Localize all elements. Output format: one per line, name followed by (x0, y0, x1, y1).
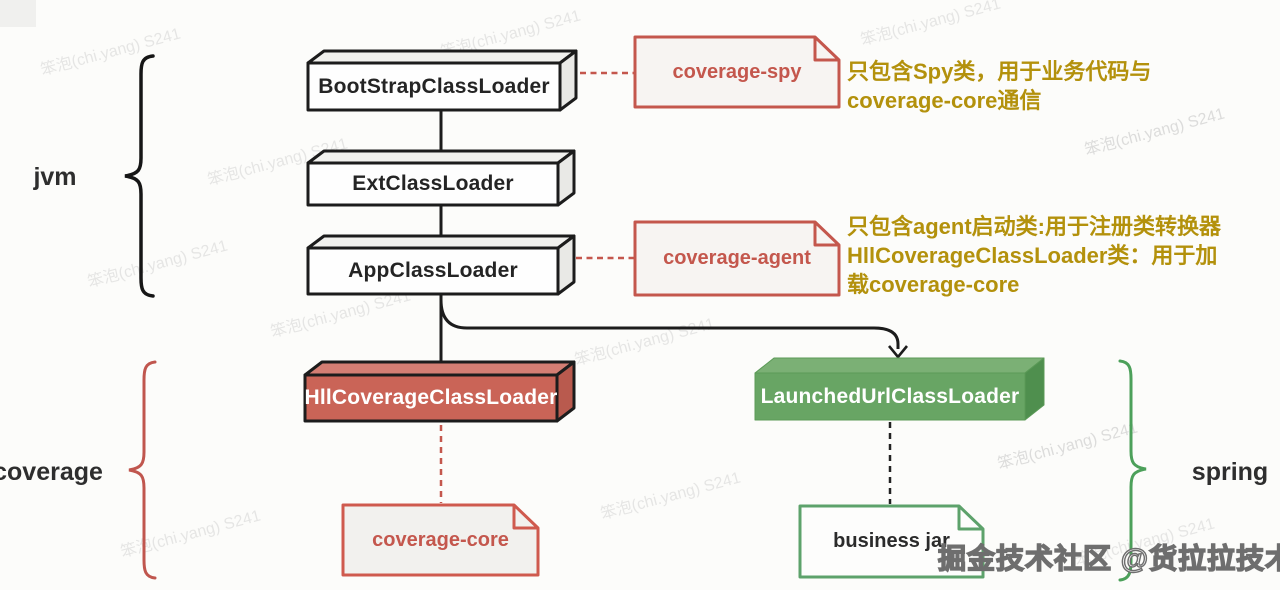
coverage-agent-annotation: 只包含agent启动类:用于注册类转换器 HllCoverageClassLoa… (847, 212, 1221, 299)
business-jar-note-fold-icon (957, 506, 983, 531)
business-jar-note-label: business jar (833, 530, 950, 552)
corner-artifact (0, 0, 36, 27)
connector-app-launched (439, 299, 900, 349)
note-shapes (341, 35, 985, 579)
spring-brace-icon (1118, 359, 1147, 582)
annotation-line: 只包含Spy类，用于业务代码与 (847, 59, 1152, 84)
annotation-line: HllCoverageClassLoader类：用于加 (847, 243, 1218, 268)
launched-url-box (754, 357, 1045, 421)
hll-coverage-box (303, 360, 576, 423)
coverage-agent-note-shape (633, 220, 841, 297)
hll-box-top (303, 360, 576, 377)
coverage-spy-note-shape (633, 35, 841, 109)
hll-box-front (303, 373, 559, 423)
coverage-spy-annotation: 只包含Spy类，用于业务代码与 coverage-core通信 (847, 57, 1151, 115)
ext-box-top (306, 149, 576, 165)
coverage-core-note-label: coverage-core (372, 528, 509, 551)
launched-box-front (754, 372, 1026, 421)
spring-group-label: spring (1191, 457, 1269, 486)
app-classloader-label: AppClassLoader (348, 259, 518, 282)
coverage-group-label: coverage (0, 457, 103, 486)
launched-box-top (754, 357, 1045, 374)
jvm-loader-boxes (306, 49, 578, 296)
coverage-agent-note-fold-icon (813, 222, 839, 247)
launched-url-classloader-label: LaunchedUrlClassLoader (760, 384, 1020, 408)
business-jar-note-shape (798, 504, 985, 579)
annotation-line: coverage-core通信 (847, 88, 1042, 113)
note-links (439, 71, 892, 504)
ext-box-front (306, 161, 560, 207)
app-box-top (306, 234, 576, 250)
bootstrap-box-top (306, 49, 578, 65)
bootstrap-box-front (306, 61, 562, 112)
jvm-brace-icon (124, 54, 155, 298)
app-box-side (556, 234, 576, 296)
hll-coverage-classloader-label: HllCoverageClassLoader (304, 386, 558, 409)
footer-watermark: 掘金技术社区 @货拉拉技术 (937, 542, 1280, 574)
bootstrap-box-side (558, 49, 578, 112)
coverage-core-note-shape (341, 503, 540, 577)
jvm-group-label: jvm (33, 162, 77, 191)
ext-classloader-label: ExtClassLoader (352, 172, 514, 195)
parent-connectors (439, 110, 909, 364)
app-box-front (306, 246, 560, 296)
coverage-spy-note-label: coverage-spy (672, 60, 802, 83)
coverage-core-note-fold-icon (512, 505, 538, 530)
annotation-line: 只包含agent启动类:用于注册类转换器 (847, 214, 1222, 239)
coverage-brace-icon (128, 360, 157, 580)
arrowhead-down-icon (887, 345, 909, 360)
annotation-line: 载coverage-core (847, 272, 1020, 297)
coverage-spy-note-fold-icon (813, 37, 839, 62)
bootstrap-classloader-label: BootStrapClassLoader (318, 74, 550, 98)
coverage-agent-note-label: coverage-agent (663, 247, 811, 269)
